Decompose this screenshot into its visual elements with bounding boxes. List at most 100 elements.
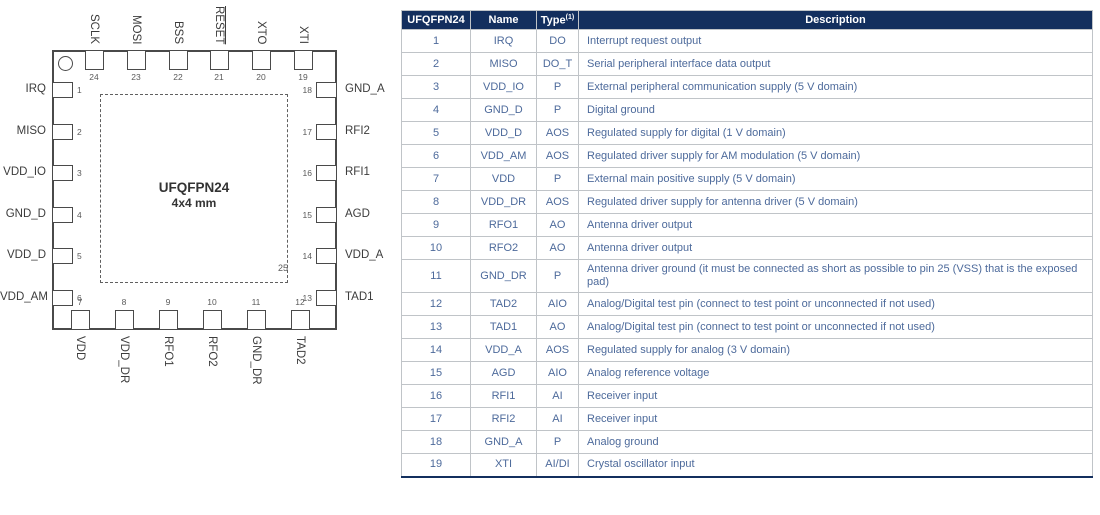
pin-pad xyxy=(52,248,73,264)
exposed-pad-number: 25 xyxy=(277,263,288,273)
chip-package xyxy=(52,50,337,330)
cell-pin: 16 xyxy=(401,384,471,408)
pin1-indicator-circle xyxy=(58,56,73,71)
cell-type: AO xyxy=(536,213,579,237)
cell-pin: 9 xyxy=(401,213,471,237)
cell-pin: 6 xyxy=(401,144,471,168)
cell-description: Regulated supply for analog (3 V domain) xyxy=(578,338,1093,362)
cell-description: External peripheral communication supply… xyxy=(578,75,1093,99)
cell-pin: 2 xyxy=(401,52,471,76)
pin-pad xyxy=(246,310,266,330)
pin-label: TAD1 xyxy=(345,291,374,303)
cell-type: DO_T xyxy=(536,52,579,76)
pin-label: MOSI xyxy=(130,14,142,44)
pin-label: VDD_AM xyxy=(0,291,48,303)
cell-description: Regulated driver supply for AM modulatio… xyxy=(578,144,1093,168)
pin-label: IRQ xyxy=(25,83,46,95)
cell-description: Interrupt request output xyxy=(578,29,1093,53)
pin-pad xyxy=(52,207,73,223)
pin-label: RESET xyxy=(213,5,225,44)
pin-label: SCLK xyxy=(88,13,100,44)
pin-label: VDD xyxy=(74,336,86,361)
pin-number: 7 xyxy=(77,297,83,307)
package-size: 4x4 mm xyxy=(171,195,217,210)
cell-type: AI xyxy=(536,384,579,408)
cell-name: VDD_IO xyxy=(470,75,537,99)
cell-name: VDD xyxy=(470,167,537,191)
cell-description: Antenna driver output xyxy=(578,236,1093,260)
cell-name: VDD_DR xyxy=(470,190,537,214)
pin-pad xyxy=(316,248,337,264)
cell-pin: 3 xyxy=(401,75,471,99)
cell-description: Regulated driver supply for antenna driv… xyxy=(578,190,1093,214)
cell-name: TAD2 xyxy=(470,292,537,316)
pin-number: 8 xyxy=(121,297,127,307)
cell-pin: 4 xyxy=(401,98,471,122)
cell-pin: 13 xyxy=(401,315,471,339)
cell-name: TAD1 xyxy=(470,315,537,339)
type-footnote-marker: (1) xyxy=(565,13,575,21)
pin-label: GND_D xyxy=(5,208,46,220)
cell-type: P xyxy=(536,167,579,191)
pin-pad xyxy=(251,50,271,70)
cell-description: Analog/Digital test pin (connect to test… xyxy=(578,315,1093,339)
cell-name: RFI2 xyxy=(470,407,537,431)
pin-label: RFI2 xyxy=(345,125,370,137)
cell-type: AIO xyxy=(536,361,579,385)
pin-number: 20 xyxy=(256,72,266,82)
cell-pin: 19 xyxy=(401,453,471,477)
pin-label: TAD2 xyxy=(294,336,306,365)
cell-type: AOS xyxy=(536,121,579,145)
exposed-pad-outline xyxy=(100,94,288,283)
cell-type: AI/DI xyxy=(536,453,579,477)
pin-label: XTO xyxy=(255,20,267,44)
pin-pad xyxy=(209,50,229,70)
pin-label: GND_DR xyxy=(250,336,262,385)
pin-label: BSS xyxy=(172,20,184,44)
package-title: UFQFPN24 4x4 mm xyxy=(100,180,288,210)
pin-pad xyxy=(316,290,337,306)
cell-description: Crystal oscillator input xyxy=(578,453,1093,477)
pin-number: 5 xyxy=(77,251,82,261)
pin-label: RFI1 xyxy=(345,166,370,178)
pin-pad xyxy=(316,207,337,223)
cell-type: AOS xyxy=(536,144,579,168)
pin-number: 15 xyxy=(302,210,312,220)
cell-name: AGD xyxy=(470,361,537,385)
cell-pin: 7 xyxy=(401,167,471,191)
pin-pad xyxy=(158,310,178,330)
cell-pin: 18 xyxy=(401,430,471,454)
pin-number: 11 xyxy=(251,297,261,307)
pin-pad xyxy=(316,124,337,140)
pin-pad xyxy=(52,290,73,306)
cell-description: External main positive supply (5 V domai… xyxy=(578,167,1093,191)
pin-number: 18 xyxy=(302,85,312,95)
cell-description: Analog ground xyxy=(578,430,1093,454)
pin-pad xyxy=(316,165,337,181)
cell-name: GND_DR xyxy=(470,259,537,293)
cell-type: AO xyxy=(536,315,579,339)
pin-number: 9 xyxy=(165,297,171,307)
cell-name: VDD_D xyxy=(470,121,537,145)
cell-name: XTI xyxy=(470,453,537,477)
col-header-pin: UFQFPN24 xyxy=(401,10,471,30)
pin-number: 3 xyxy=(77,168,82,178)
cell-pin: 1 xyxy=(401,29,471,53)
pin-pad xyxy=(202,310,222,330)
cell-type: AIO xyxy=(536,292,579,316)
cell-description: Analog/Digital test pin (connect to test… xyxy=(578,292,1093,316)
cell-description: Serial peripheral interface data output xyxy=(578,52,1093,76)
pin-number: 14 xyxy=(302,251,312,261)
cell-name: MISO xyxy=(470,52,537,76)
cell-type: AI xyxy=(536,407,579,431)
